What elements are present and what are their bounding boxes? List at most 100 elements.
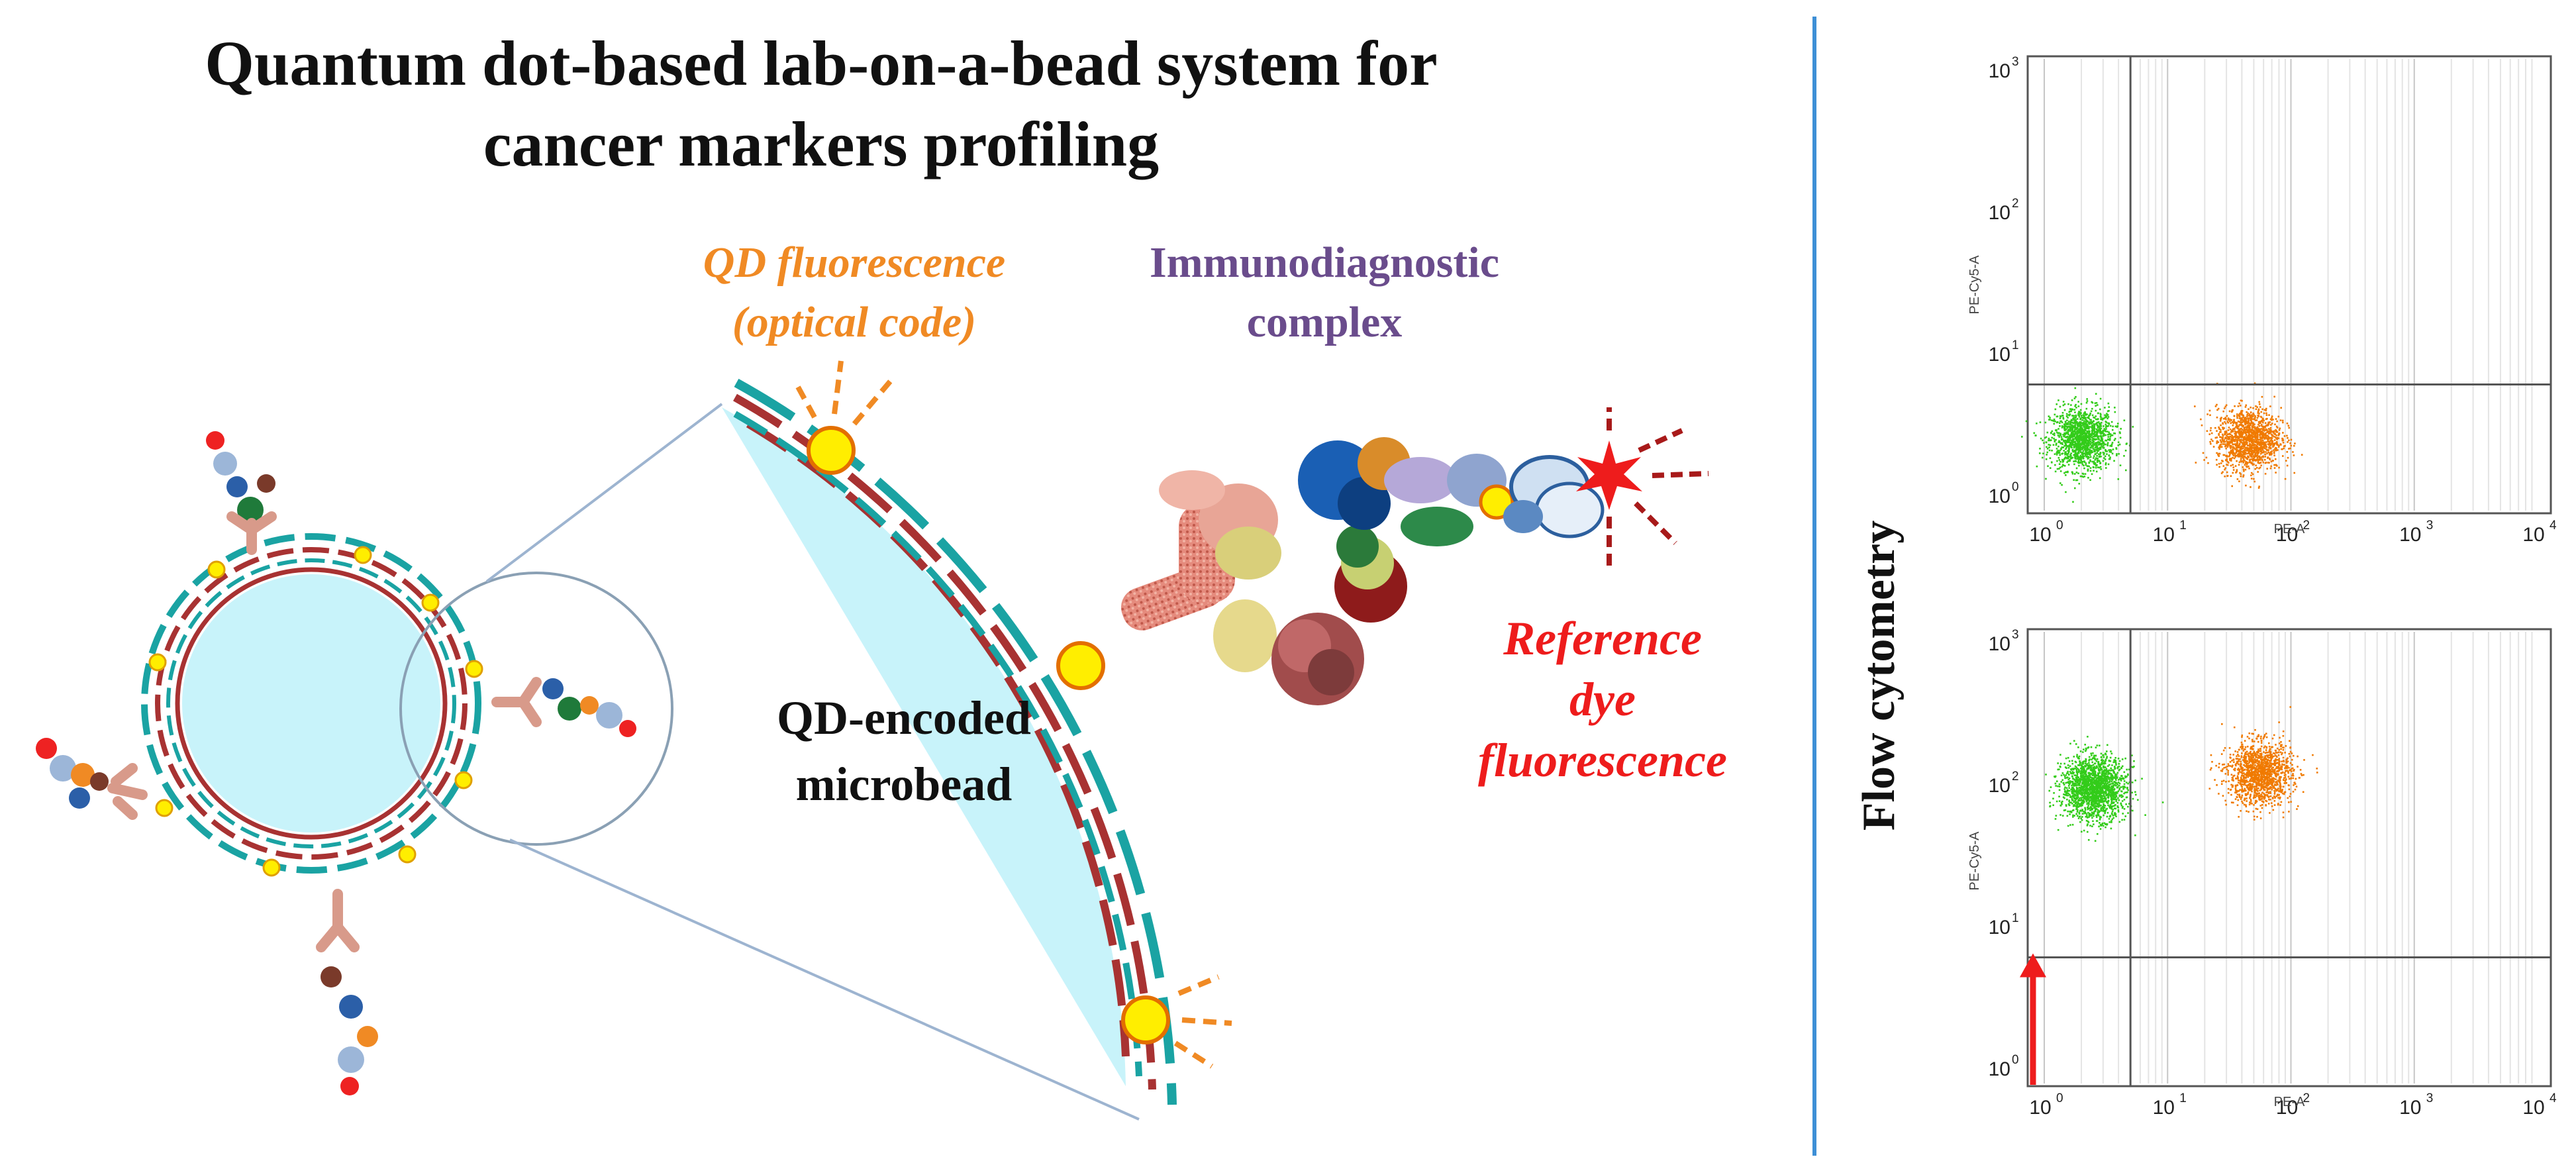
scatter-point (2081, 442, 2083, 444)
scatter-point (2085, 427, 2087, 429)
scatter-point (2067, 451, 2070, 454)
scatter-point (2242, 458, 2245, 460)
scatter-point (2099, 810, 2101, 812)
scatter-point (2086, 778, 2088, 780)
scatter-point (2240, 399, 2242, 402)
scatter-point (2226, 471, 2228, 474)
scatter-point (2073, 449, 2076, 452)
scatter-point (2073, 740, 2075, 742)
scatter-point (2259, 446, 2261, 448)
scatter-point (2083, 811, 2085, 813)
scatter-point (2051, 449, 2053, 452)
scatter-point (2246, 429, 2248, 432)
scatter-point (2073, 784, 2075, 787)
scatter-point (2265, 418, 2267, 421)
scatter-point (2059, 441, 2061, 444)
scatter-point (2104, 455, 2106, 458)
scatter-point (2244, 468, 2247, 471)
scatter-point (2103, 775, 2105, 778)
scatter-point (2114, 781, 2117, 784)
scatter-point (2085, 785, 2087, 787)
scatter-point (2271, 435, 2274, 437)
scatter-point (2103, 805, 2105, 807)
scatter-point (2261, 408, 2263, 411)
scatter-point (2244, 448, 2246, 450)
scatter-point (2256, 443, 2259, 446)
scatter-point (2081, 430, 2083, 433)
scatter-point (2073, 789, 2075, 791)
scatter-point (2248, 456, 2250, 458)
scatter-point (2096, 457, 2098, 460)
scatter-point (2279, 444, 2282, 446)
scatter-point (2249, 434, 2251, 436)
qd-emitter-top (792, 360, 893, 475)
scatter-point (2117, 444, 2120, 446)
scatter-point (2089, 456, 2092, 458)
scatter-point (2069, 424, 2072, 426)
scatter-point (2259, 444, 2261, 446)
scatter-point (2091, 432, 2094, 434)
scatter-point (2214, 436, 2217, 439)
scatter-point (2087, 453, 2090, 455)
scatter-point (2063, 440, 2065, 443)
scatter-point (2262, 427, 2265, 429)
scatter-point (2246, 423, 2248, 425)
microbead-line-2: microbead (796, 758, 1013, 811)
scatter-point (2097, 466, 2099, 468)
scatter-point (2290, 444, 2292, 447)
scatter-point (2087, 735, 2089, 738)
scatter-point (2087, 811, 2089, 814)
scatter-point (2069, 796, 2071, 798)
scatter-point (2094, 770, 2097, 773)
scatter-point (2068, 789, 2071, 792)
scatter-point (2079, 787, 2082, 789)
scatter-point (2303, 774, 2304, 776)
scatter-point (2103, 782, 2105, 785)
scatter-point (2262, 776, 2265, 778)
scatter-point (2127, 805, 2129, 808)
scatter-point (2105, 464, 2107, 466)
scatter-point (2254, 468, 2257, 470)
scatter-point (2088, 807, 2091, 809)
scatter-point (2090, 419, 2092, 421)
scatter-point (2070, 780, 2073, 783)
scatter-point (2114, 407, 2116, 409)
scatter-point (2097, 421, 2100, 423)
scatter-point (2079, 423, 2082, 425)
scatter-point (2250, 424, 2252, 427)
scatter-point (2260, 444, 2262, 447)
scatter-point (2087, 432, 2089, 434)
scatter-point (2225, 459, 2227, 461)
scatter-point (2256, 442, 2258, 444)
scatter-point (2064, 793, 2066, 796)
scatter-point (2251, 428, 2254, 430)
scatter-point (2096, 446, 2099, 448)
scatter-point (2288, 427, 2291, 429)
scatter-point (2089, 815, 2092, 817)
scatter-point (2067, 453, 2069, 455)
small-microbead (36, 431, 636, 1095)
scatter-point (2093, 460, 2095, 463)
scatter-point (2114, 776, 2117, 778)
scatter-point (2071, 471, 2073, 474)
scatter-point (2077, 412, 2079, 415)
scatter-point (2100, 425, 2103, 427)
scatter-point (2064, 454, 2066, 456)
scatter-point (2093, 416, 2095, 419)
scatter-point (2227, 429, 2230, 431)
scatter-point (2085, 766, 2087, 768)
scatter-point (2095, 784, 2098, 786)
scatter-point (2097, 453, 2100, 456)
scatter-point (2114, 762, 2117, 764)
scatter-point (2093, 448, 2095, 450)
scatter-point (2077, 455, 2079, 458)
scatter-point (2083, 448, 2086, 450)
scatter-point (2098, 460, 2100, 462)
scatter-point (2071, 762, 2074, 765)
scatter-point (2111, 434, 2114, 436)
scatter-point (2265, 448, 2267, 450)
scatter-point (2234, 405, 2236, 407)
scatter-point (2244, 430, 2247, 433)
scatter-point (2088, 791, 2090, 794)
